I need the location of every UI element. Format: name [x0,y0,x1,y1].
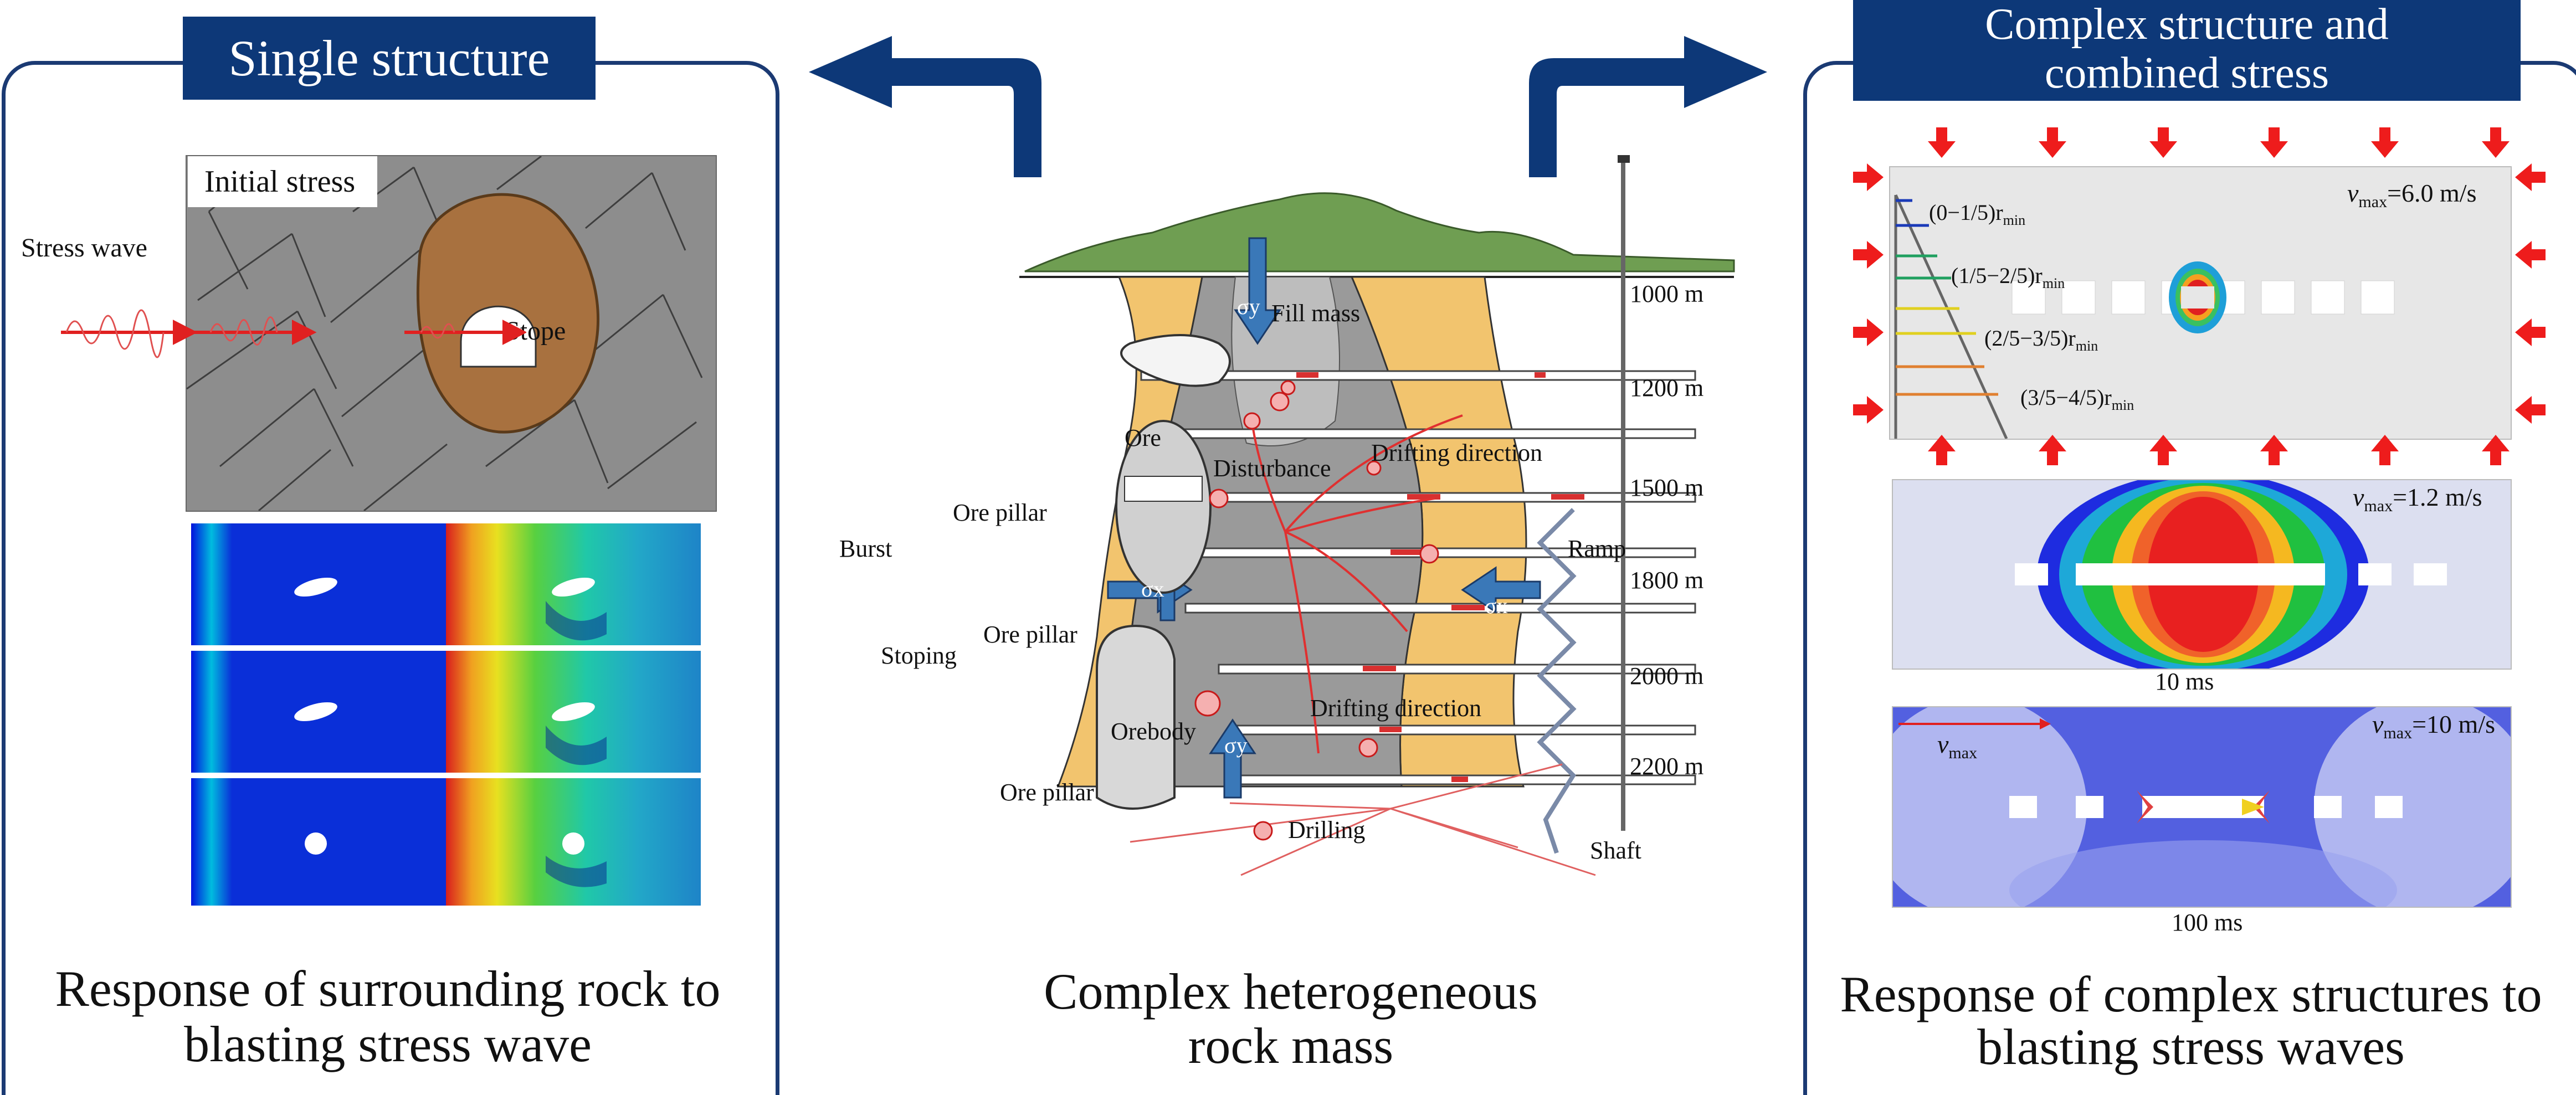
range-label-3: (2/5−3/5)rmin [1984,326,2098,354]
velocity-zones-svg [1894,194,2395,439]
depth-label-1500: 1500 m [1630,474,1704,501]
left-flow-arrow [809,36,1041,177]
sigma-x-right: σx [1485,593,1508,618]
initial-stress-label: Initial stress [188,156,378,207]
left-caption-line2: blasting stress wave [184,1016,592,1072]
right-panel-title: Complex structure and combined stress [1853,0,2521,101]
left-panel-title: Single structure [183,17,596,100]
ore-pillar-label-3: Ore pillar [1000,779,1094,806]
stoping-inset [1096,624,1176,810]
velocity-plate-10ms: vmax=1.2 m/s [1892,479,2512,670]
sigma-y-bottom: σy [1224,733,1248,758]
stress-wave-label: Stress wave [21,233,147,263]
ore-label: Ore [1125,424,1161,451]
left-caption-line1: Response of surrounding rock to [55,960,721,1017]
plate3-vmax: vmax=10 m/s [2372,710,2495,743]
center-caption-line2: rock mass [1188,1017,1394,1074]
velocity-plate-100ms: vmax=10 m/s vmax [1892,706,2512,908]
range-label-2: (1/5−2/5)rmin [1951,263,2065,291]
center-caption-line1: Complex heterogeneous [1044,963,1538,1020]
right-caption-line2: blasting stress waves [1977,1019,2405,1075]
stope-opening [460,305,537,368]
ore-pillar-label-1: Ore pillar [953,499,1047,526]
right-title-line2: combined stress [2044,49,2329,97]
velocity-field-100ms [1893,707,2511,907]
orebody-label: Orebody [1111,718,1196,745]
range-label-1: (0−1/5)rmin [1929,200,2026,228]
upper-inset [1120,334,1231,387]
depth-label-1800: 1800 m [1630,567,1704,594]
right-flow-arrow [1529,36,1767,177]
ramp-label: Ramp [1568,535,1626,562]
plate1-vmax: vmax=6.0 m/s [2347,179,2477,212]
fem-contour-plots [191,523,701,906]
plate2-vmax: vmax=1.2 m/s [2353,483,2482,516]
time-label-100ms: 100 ms [2172,909,2243,936]
terrain [1024,192,1735,273]
depth-label-2000: 2000 m [1630,662,1704,690]
right-title-line1: Complex structure and [1985,0,2389,49]
burst-label: Burst [839,535,892,562]
boundary-load-arrows [1853,127,2546,465]
drilling-label: Drilling [1288,816,1366,844]
fill-mass-label: Fill mass [1271,300,1361,327]
range-label-4: (3/5−4/5)rmin [2020,385,2134,413]
joint-lines-svg [187,156,703,511]
depth-label-1000: 1000 m [1630,280,1704,307]
burst-inset [1115,420,1212,594]
disturbance-label: Disturbance [1213,455,1331,482]
stoping-label: Stoping [881,642,957,669]
combined-stress-plate: vmax=6.0 m/s (0−1/5)rmin (1/5−2/5)rmin (… [1889,166,2512,440]
velocity-field-10ms [2015,480,2447,669]
ramp-zigzag [1537,508,1577,854]
mine-section-diagram [809,36,1767,876]
ore-pillar-label-2: Ore pillar [983,621,1077,648]
sigma-x-left: σx [1141,577,1164,602]
stress-wave-arrows [61,309,526,358]
time-label-10ms: 10 ms [2155,668,2214,695]
drifting-direction-label-1: Drifting direction [1371,439,1543,466]
shaft-label: Shaft [1590,837,1641,864]
depth-label-1200: 1200 m [1630,374,1704,402]
drifting-direction-label-2: Drifting direction [1310,695,1482,722]
depth-label-2200: 2200 m [1630,753,1704,780]
right-caption-line1: Response of complex structures to [1840,966,2542,1022]
sigma-y-top: σy [1237,294,1260,319]
plate3-scale-label: vmax [1937,730,1978,763]
blast-hole-contour [2169,261,2226,333]
